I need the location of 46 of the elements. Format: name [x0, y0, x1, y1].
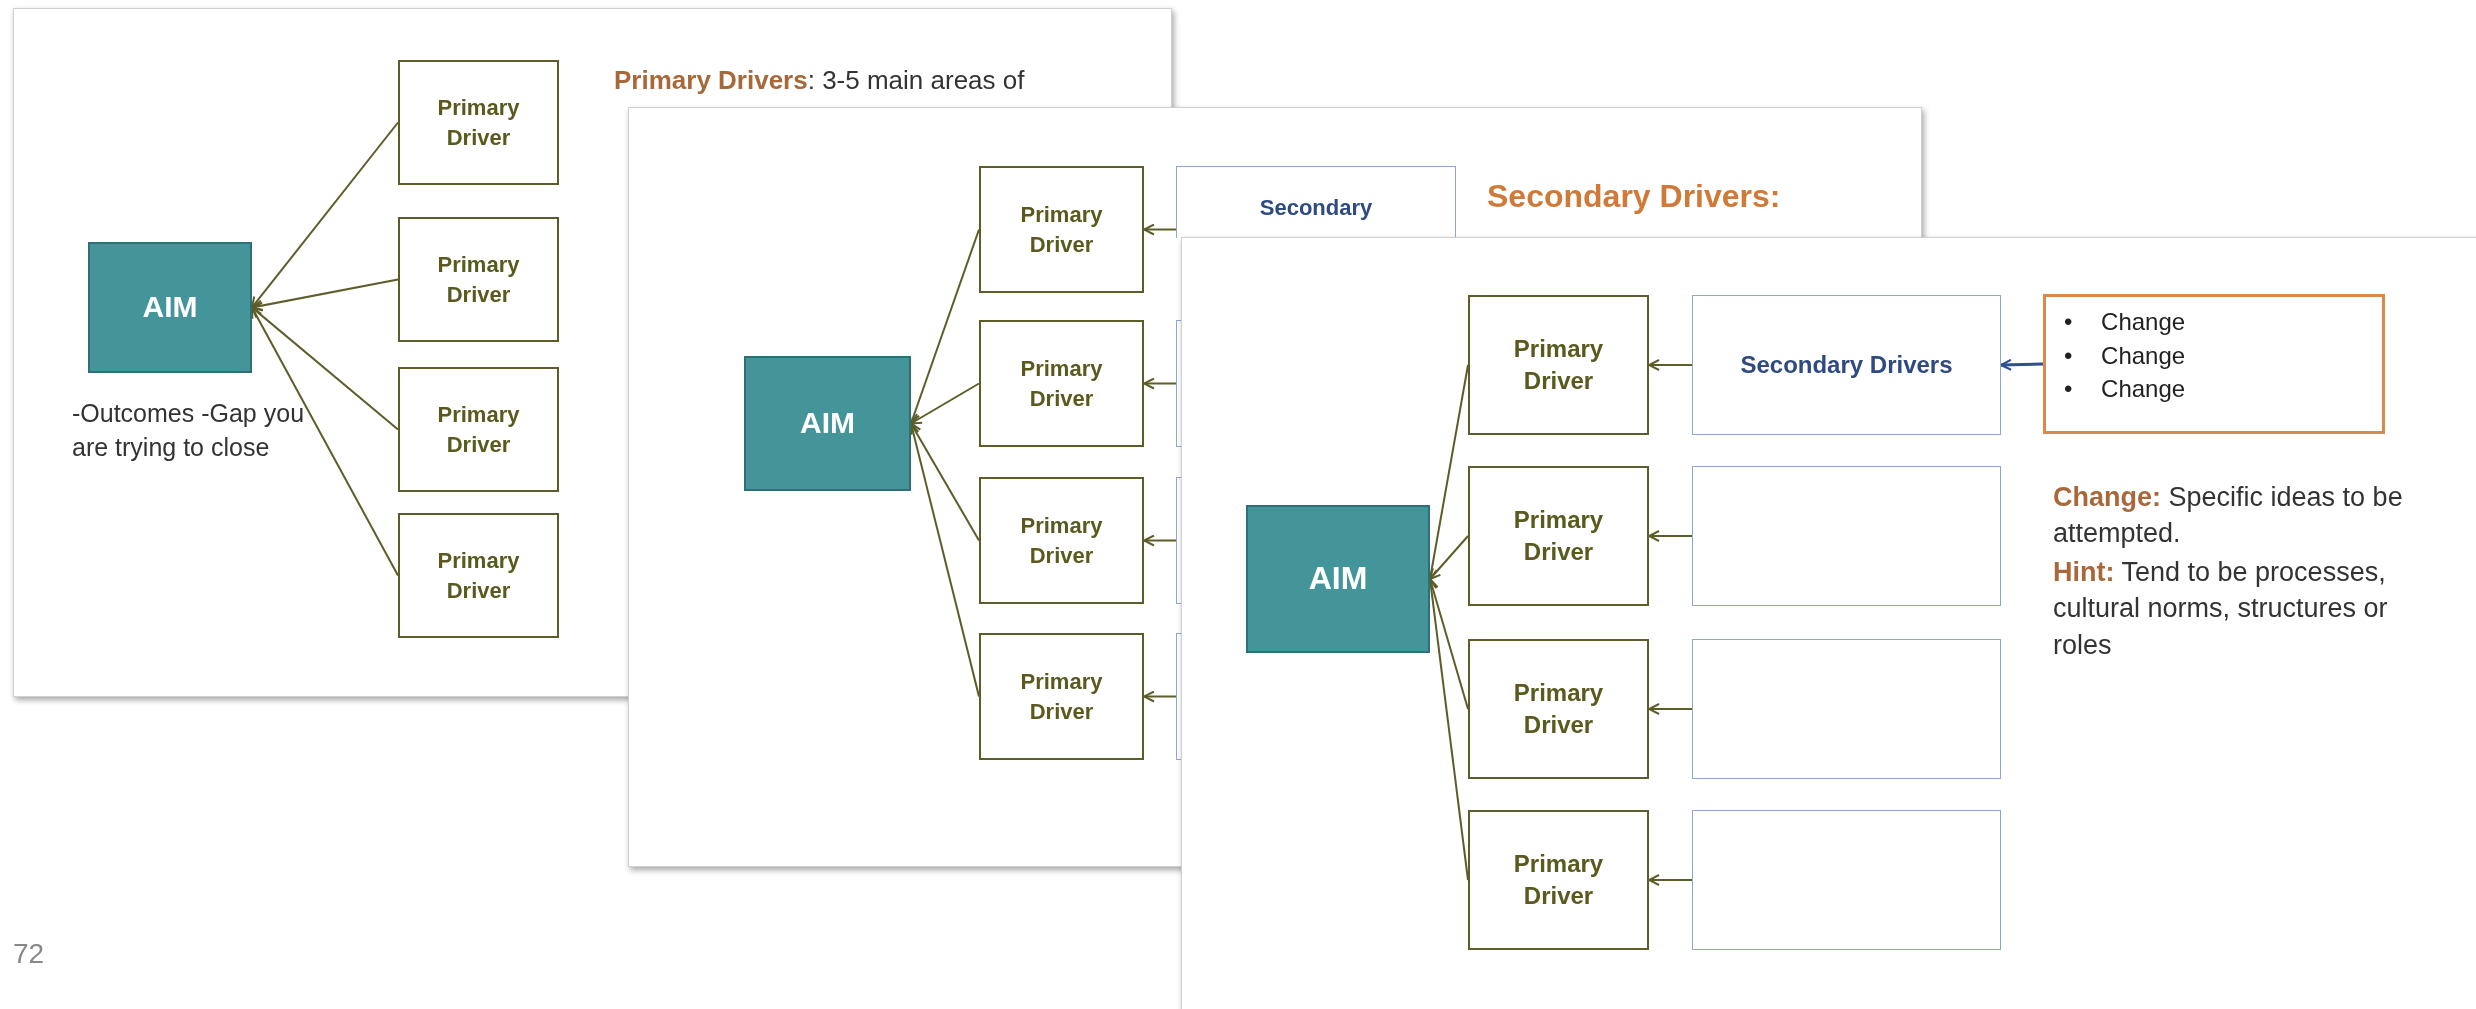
- note-text: Primary Drivers: 3-5 main areas of: [614, 64, 1026, 97]
- arrow: [910, 382, 980, 425]
- primary-driver-box: Primary Driver: [979, 166, 1144, 293]
- primary-driver-box: Primary Driver: [979, 320, 1144, 447]
- primary-driver-box: Primary Driver: [979, 633, 1144, 760]
- arrow: [1143, 690, 1177, 703]
- change-list-box: [2043, 294, 2385, 434]
- arrow: [1429, 535, 1469, 580]
- primary-driver-box: Primary Driver: [398, 367, 559, 492]
- arrow: [2000, 358, 2044, 371]
- aim-box: AIM: [88, 242, 252, 373]
- arrow: [1143, 377, 1177, 390]
- primary-driver-box: Primary Driver: [1468, 466, 1649, 606]
- aim-box: AIM: [1246, 505, 1430, 653]
- arrow: [1143, 534, 1177, 547]
- list-item: • Change: [2064, 374, 2186, 405]
- secondary-driver-box: [1692, 810, 2001, 950]
- arrow: [910, 422, 980, 542]
- aim-box: AIM: [744, 356, 911, 491]
- arrow: [1648, 703, 1693, 715]
- arrow: [1648, 359, 1693, 371]
- arrow: [251, 306, 399, 431]
- secondary-driver-box: [1692, 639, 2001, 779]
- secondary-driver-box: [1692, 466, 2001, 606]
- list-item: • Change: [2064, 307, 2186, 337]
- primary-driver-box: Primary Driver: [1468, 295, 1649, 435]
- arrow: [1648, 874, 1693, 886]
- note-text: -Outcomes -Gap you are trying to close: [72, 398, 306, 463]
- primary-driver-box: Primary Driver: [1468, 639, 1649, 779]
- primary-driver-box: Primary Driver: [398, 60, 559, 185]
- arrow: [251, 121, 399, 309]
- primary-driver-box: Primary Driver: [398, 217, 559, 342]
- primary-driver-box: Primary Driver: [398, 513, 559, 638]
- note-text: Hint: Tend to be processes, cultural norms, structures or roles: [2053, 556, 2389, 662]
- secondary-driver-box: Secondary Drivers: [1692, 295, 2001, 435]
- primary-driver-box: Primary Driver: [979, 477, 1144, 604]
- arrow: [251, 306, 399, 577]
- list-item: • Change: [2064, 340, 2186, 371]
- primary-driver-box: Primary Driver: [1468, 810, 1649, 950]
- page-number: 72: [13, 937, 46, 971]
- arrow: [251, 278, 399, 312]
- arrow: [1143, 223, 1177, 236]
- arrow: [1648, 530, 1693, 542]
- note-text: Change: Specific ideas to be attempted.: [2053, 481, 2404, 551]
- secondary-driver-box: Secondary: [1176, 166, 1456, 238]
- heading-text: Secondary Drivers:: [1487, 177, 1782, 216]
